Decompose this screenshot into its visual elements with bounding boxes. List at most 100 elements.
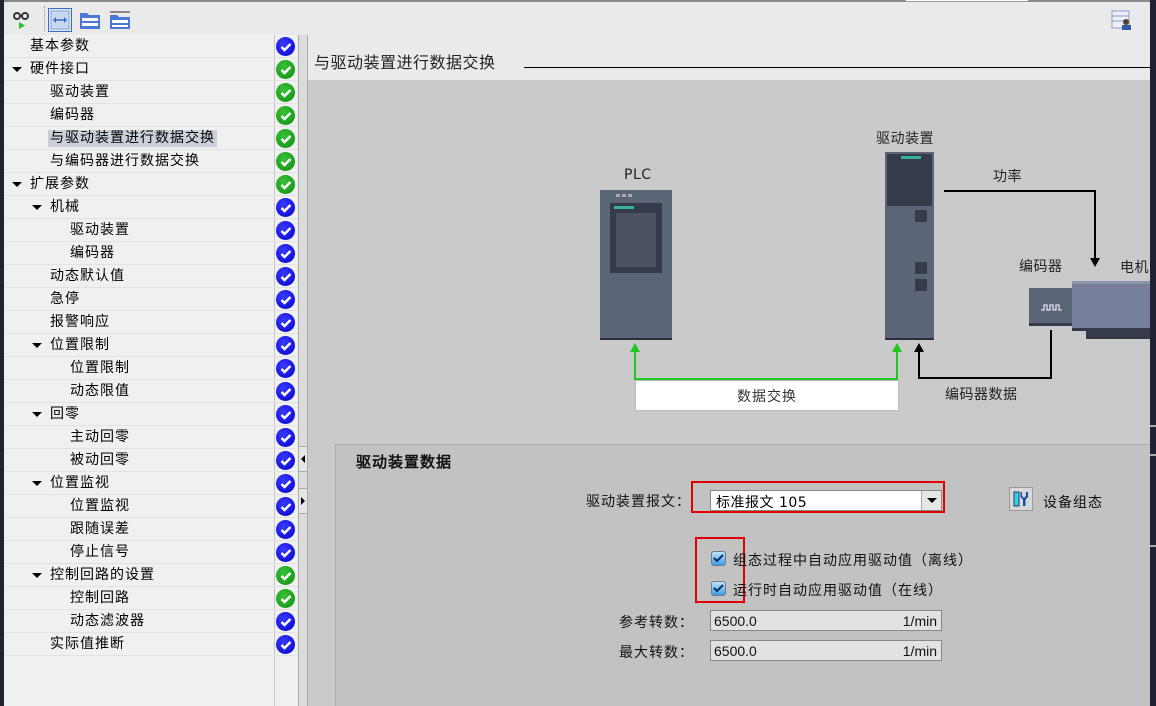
tree-item[interactable]: 编码器 <box>4 242 298 265</box>
status-ok-blue-icon <box>276 198 295 217</box>
collapse-left-button[interactable] <box>299 446 307 472</box>
telegram-highlight <box>691 481 945 513</box>
auto-apply-offline-label: 组态过程中自动应用驱动值（离线） <box>733 553 973 569</box>
caret-down-icon[interactable] <box>12 67 22 72</box>
max-speed-label: 最大转数： <box>619 645 694 661</box>
tree-item[interactable]: 位置限制 <box>4 357 298 380</box>
status-ok-blue-icon <box>276 359 295 378</box>
tree-item[interactable]: 与驱动装置进行数据交换 <box>4 127 298 150</box>
tree-item-label: 编码器 <box>70 245 115 261</box>
expand-all-button[interactable] <box>78 8 102 32</box>
tree-item-label: 控制回路 <box>70 590 130 606</box>
power-label: 功率 <box>993 169 1022 185</box>
encoder-label: 编码器 <box>1019 259 1063 275</box>
tree-item-label: 扩展参数 <box>30 176 90 192</box>
auto-apply-online-checkbox[interactable] <box>711 581 726 596</box>
tree-item[interactable]: 编码器 <box>4 104 298 127</box>
collapse-all-button[interactable] <box>108 8 132 32</box>
monitor-glasses-icon <box>13 12 29 29</box>
telegram-value: 标准报文 105 <box>716 495 808 511</box>
user-table-button[interactable] <box>1110 8 1134 32</box>
status-ok-green-icon <box>276 129 295 148</box>
tree-item-label: 急停 <box>50 291 80 307</box>
panel-splitter[interactable] <box>298 35 308 706</box>
ref-speed-unit: 1/min <box>902 613 937 629</box>
telegram-select[interactable]: 标准报文 105 <box>710 490 942 511</box>
auto-apply-online-label: 运行时自动应用驱动值（在线） <box>733 583 943 599</box>
telegram-dropdown-button[interactable] <box>921 491 941 510</box>
device-config-button[interactable] <box>1009 487 1033 511</box>
status-ok-green-icon <box>276 106 295 125</box>
drive-device <box>885 152 934 340</box>
status-ok-blue-icon <box>276 474 295 493</box>
tree-item-label: 跟随误差 <box>70 521 130 537</box>
checkmark-icon <box>713 554 724 563</box>
tree-item[interactable]: 基本参数 <box>4 35 298 58</box>
tree-item[interactable]: 与编码器进行数据交换 <box>4 150 298 173</box>
pulse-icon <box>1041 304 1062 311</box>
top-border <box>0 0 1156 2</box>
tree-item[interactable]: 停止信号 <box>4 541 298 564</box>
status-ok-blue-icon <box>276 37 295 56</box>
tree-item[interactable]: 实际值推断 <box>4 633 298 656</box>
caret-down-icon[interactable] <box>32 343 42 348</box>
status-ok-blue-icon <box>276 428 295 447</box>
expand-right-button[interactable] <box>299 488 307 514</box>
tree-item[interactable]: 跟随误差 <box>4 518 298 541</box>
plc-label: PLC <box>624 167 652 183</box>
tree-item[interactable]: 报警响应 <box>4 311 298 334</box>
ref-speed-field[interactable]: 6500.0 1/min <box>710 610 942 631</box>
tree-item[interactable]: 控制回路 <box>4 587 298 610</box>
tree-item[interactable]: 位置监视 <box>4 495 298 518</box>
section-header: 与驱动装置进行数据交换 <box>308 36 1150 80</box>
tree-item-label: 主动回零 <box>70 429 130 445</box>
plc-device <box>600 190 672 340</box>
tree-item[interactable]: 位置监视 <box>4 472 298 495</box>
tree-item[interactable]: 位置限制 <box>4 334 298 357</box>
tree-item[interactable]: 被动回零 <box>4 449 298 472</box>
auto-apply-offline-checkbox[interactable] <box>711 551 726 566</box>
tree-item[interactable]: 动态默认值 <box>4 265 298 288</box>
status-ok-blue-icon <box>276 635 295 654</box>
status-ok-blue-icon <box>276 612 295 631</box>
tree-item-label: 机械 <box>50 199 80 215</box>
tree-item[interactable]: 动态滤波器 <box>4 610 298 633</box>
drive-arrow-icon <box>892 343 902 352</box>
status-ok-green-icon <box>276 152 295 171</box>
motor-label: 电机 <box>1120 260 1149 276</box>
tree-item-label: 回零 <box>50 406 80 422</box>
tree-item[interactable]: 扩展参数 <box>4 173 298 196</box>
tree-item-label: 位置限制 <box>70 360 130 376</box>
functional-view-button[interactable] <box>48 8 72 32</box>
power-arrow-icon <box>1090 258 1100 267</box>
plc-arrow-icon <box>630 343 640 352</box>
tree-item[interactable]: 硬件接口 <box>4 58 298 81</box>
telegram-label: 驱动装置报文： <box>586 494 691 510</box>
tree-item[interactable]: 回零 <box>4 403 298 426</box>
caret-down-icon[interactable] <box>32 412 42 417</box>
tree-item[interactable]: 主动回零 <box>4 426 298 449</box>
device-config-label[interactable]: 设备组态 <box>1043 495 1103 511</box>
collapse-tree-icon <box>110 11 130 29</box>
status-ok-blue-icon <box>276 405 295 424</box>
status-ok-blue-icon <box>276 221 295 240</box>
tree-item-label: 编码器 <box>50 107 95 123</box>
tree-item[interactable]: 急停 <box>4 288 298 311</box>
tree-item[interactable]: 动态限值 <box>4 380 298 403</box>
left-edge <box>0 0 4 706</box>
monitor-button[interactable] <box>10 8 34 32</box>
tree-item[interactable]: 驱动装置 <box>4 219 298 242</box>
tree-item-label: 被动回零 <box>70 452 130 468</box>
tree-item[interactable]: 机械 <box>4 196 298 219</box>
status-ok-blue-icon <box>276 313 295 332</box>
caret-down-icon[interactable] <box>12 182 22 187</box>
tree-item[interactable]: 驱动装置 <box>4 81 298 104</box>
max-speed-field[interactable]: 6500.0 1/min <box>710 640 942 661</box>
status-ok-blue-icon <box>276 497 295 516</box>
caret-down-icon[interactable] <box>32 481 42 486</box>
caret-down-icon[interactable] <box>32 205 42 210</box>
caret-down-icon[interactable] <box>32 573 42 578</box>
status-ok-green-icon <box>276 566 295 585</box>
tree-item[interactable]: 控制回路的设置 <box>4 564 298 587</box>
data-exchange-box: 数据交换 <box>635 380 899 411</box>
